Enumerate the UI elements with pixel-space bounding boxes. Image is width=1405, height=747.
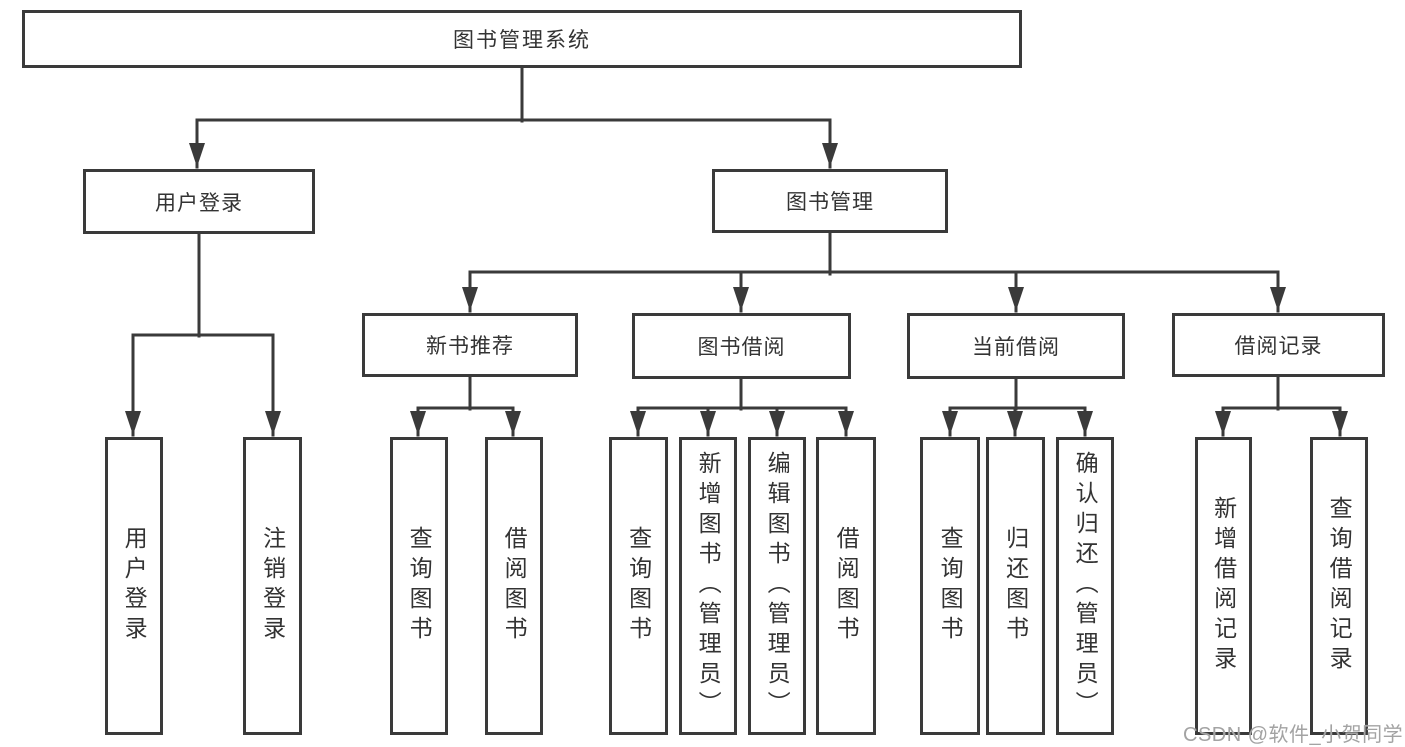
connector-arrows xyxy=(125,118,1348,437)
leaf-confirm-return-admin: 确认归还（管理员） xyxy=(1056,437,1114,735)
leaf-query-books-recommend: 查询图书 xyxy=(390,437,448,735)
leaf-borrow-books-borrowing-label: 借阅图书 xyxy=(833,526,860,646)
csdn-watermark: CSDN @软件_小贺同学 xyxy=(1183,724,1404,746)
node-new-book-recommend: 新书推荐 xyxy=(362,313,578,377)
node-book-management-label: 图书管理 xyxy=(786,191,874,214)
leaf-return-books-label: 归还图书 xyxy=(1002,526,1029,646)
leaf-borrow-books-borrowing: 借阅图书 xyxy=(816,437,876,735)
leaf-query-books-recommend-label: 查询图书 xyxy=(406,526,433,646)
leaf-user-login-label: 用户登录 xyxy=(121,526,148,646)
leaf-logout: 注销登录 xyxy=(243,437,302,735)
leaf-add-books-admin-label: 新增图书（管理员） xyxy=(695,451,722,721)
leaf-confirm-return-admin-label: 确认归还（管理员） xyxy=(1072,451,1099,721)
leaf-query-borrow-record-label: 查询借阅记录 xyxy=(1326,496,1353,676)
node-root: 图书管理系统 xyxy=(22,10,1022,68)
leaf-add-borrow-record-label: 新增借阅记录 xyxy=(1210,496,1237,676)
leaf-edit-books-admin: 编辑图书（管理员） xyxy=(748,437,806,735)
leaf-query-borrow-record: 查询借阅记录 xyxy=(1310,437,1368,735)
leaf-edit-books-admin-label: 编辑图书（管理员） xyxy=(764,451,791,721)
connector-trunks xyxy=(131,66,1342,411)
node-new-book-recommend-label: 新书推荐 xyxy=(426,335,514,358)
leaf-query-books-borrowing-label: 查询图书 xyxy=(625,526,652,646)
node-user-login-label: 用户登录 xyxy=(155,191,243,215)
leaf-query-books-current-label: 查询图书 xyxy=(937,526,964,646)
leaf-query-books-current: 查询图书 xyxy=(920,437,980,735)
node-book-management: 图书管理 xyxy=(712,169,948,233)
leaf-add-books-admin: 新增图书（管理员） xyxy=(679,437,737,735)
node-borrowing-records: 借阅记录 xyxy=(1172,313,1385,377)
node-current-borrowing: 当前借阅 xyxy=(907,313,1125,379)
leaf-user-login: 用户登录 xyxy=(105,437,163,735)
leaf-borrow-books-recommend: 借阅图书 xyxy=(485,437,543,735)
node-book-borrowing-label: 图书借阅 xyxy=(697,336,786,359)
leaf-query-books-borrowing: 查询图书 xyxy=(609,437,668,735)
leaf-return-books: 归还图书 xyxy=(986,437,1045,735)
node-user-login: 用户登录 xyxy=(83,169,315,234)
leaf-borrow-books-recommend-label: 借阅图书 xyxy=(501,526,528,646)
leaf-add-borrow-record: 新增借阅记录 xyxy=(1195,437,1252,735)
node-borrowing-records-label: 借阅记录 xyxy=(1234,335,1323,358)
node-book-borrowing: 图书借阅 xyxy=(632,313,851,379)
node-current-borrowing-label: 当前借阅 xyxy=(972,336,1060,359)
node-root-label: 图书管理系统 xyxy=(453,29,591,52)
leaf-logout-label: 注销登录 xyxy=(259,526,286,646)
